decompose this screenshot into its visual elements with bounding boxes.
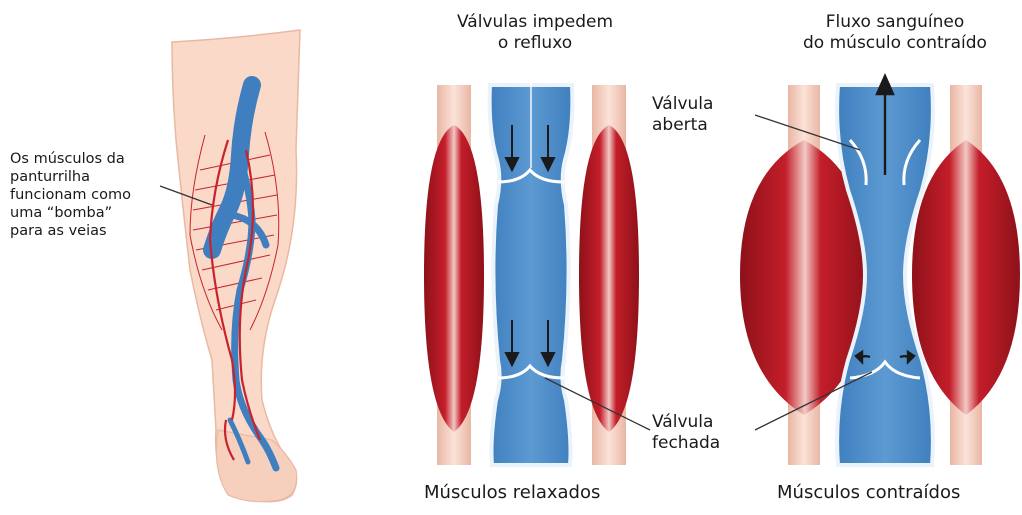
contracted-panel	[740, 76, 1020, 465]
blood-flow-line-1: Fluxo sanguíneo	[780, 12, 1010, 33]
closed-valve-line-1: Válvula	[652, 412, 720, 433]
calf-note-line-3: funcionam como	[10, 186, 131, 204]
calf-note-line-2: panturrilha	[10, 168, 131, 186]
calf-note-line-5: para as veias	[10, 222, 131, 240]
blood-flow-line-2: do músculo contraído	[780, 33, 1010, 54]
relaxed-panel	[424, 60, 650, 465]
heel-shape	[216, 430, 296, 502]
relaxed-caption: Músculos relaxados	[424, 482, 600, 503]
valves-prevent-label: Válvulas impedem o refluxo	[430, 12, 640, 54]
closed-valve-label: Válvula fechada	[652, 412, 720, 454]
contracted-caption: Músculos contraídos	[777, 482, 960, 503]
valves-prevent-line-1: Válvulas impedem	[430, 12, 640, 33]
calf-note-line-4: uma “bomba”	[10, 204, 131, 222]
open-valve-label: Válvula aberta	[652, 94, 713, 136]
relaxed-right-muscle	[579, 125, 639, 432]
closed-valve-line-2: fechada	[652, 433, 720, 454]
valves-prevent-line-2: o refluxo	[430, 33, 640, 54]
calf-note-line-1: Os músculos da	[10, 150, 131, 168]
open-valve-line-1: Válvula	[652, 94, 713, 115]
leg-illustration	[160, 30, 300, 502]
calf-note: Os músculos da panturrilha funcionam com…	[10, 150, 131, 240]
relaxed-left-muscle	[424, 125, 484, 432]
contracted-right-muscle	[912, 140, 1020, 415]
open-valve-line-2: aberta	[652, 115, 713, 136]
blood-flow-label: Fluxo sanguíneo do músculo contraído	[780, 12, 1010, 54]
